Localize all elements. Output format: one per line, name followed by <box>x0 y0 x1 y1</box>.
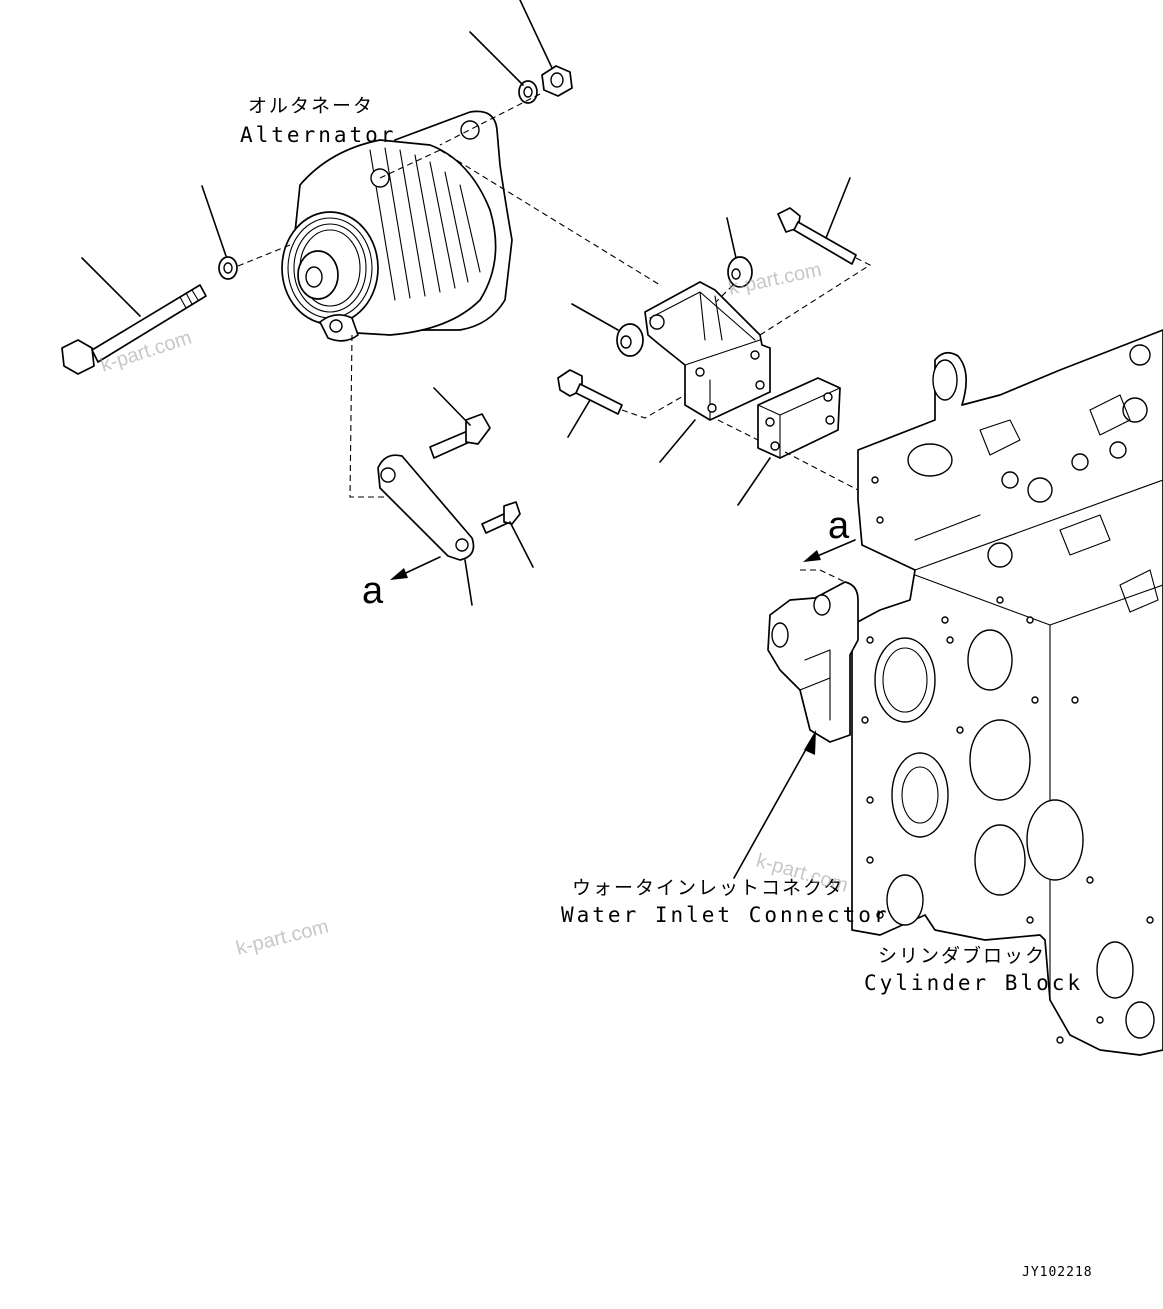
bolt-link-upper <box>429 413 491 459</box>
arrow-a-label-2: a <box>828 505 850 547</box>
watermark-1: k-part.com <box>98 327 195 377</box>
collar-left <box>616 323 644 357</box>
bolt-upper-right <box>777 207 857 265</box>
arrow-a-right <box>803 539 856 562</box>
arrow-a-left <box>390 556 441 580</box>
washer-top <box>518 80 538 104</box>
mounting-bracket <box>644 281 771 421</box>
leader-water-inlet <box>733 730 816 879</box>
bolt-link-lower <box>481 501 521 534</box>
bolt-mid <box>557 369 623 415</box>
alternator <box>281 110 513 342</box>
watermark-4: k-part.com <box>234 916 331 960</box>
arrow-a-label-1: a <box>362 570 384 612</box>
collar-right <box>727 256 753 288</box>
cylinder-block-label-en: Cylinder Block <box>864 971 1083 995</box>
water-inlet-connector <box>767 581 859 743</box>
cylinder-block-label-jp: シリンダブロック <box>878 944 1046 967</box>
washer-left <box>218 256 238 280</box>
alternator-label-jp: オルタネータ <box>248 95 374 117</box>
adjusting-link <box>377 454 475 561</box>
spacer-plate <box>757 377 841 459</box>
cylinder-block <box>851 329 1163 1056</box>
long-bolt <box>61 284 207 375</box>
water-inlet-label-en: Water Inlet Connector <box>561 903 890 927</box>
alternator-label-en: Alternator <box>240 123 396 147</box>
nut-top <box>541 65 573 97</box>
drawing-code: JY102218 <box>1022 1265 1093 1280</box>
water-inlet-label-jp: ウォータインレットコネクタ <box>572 877 844 899</box>
